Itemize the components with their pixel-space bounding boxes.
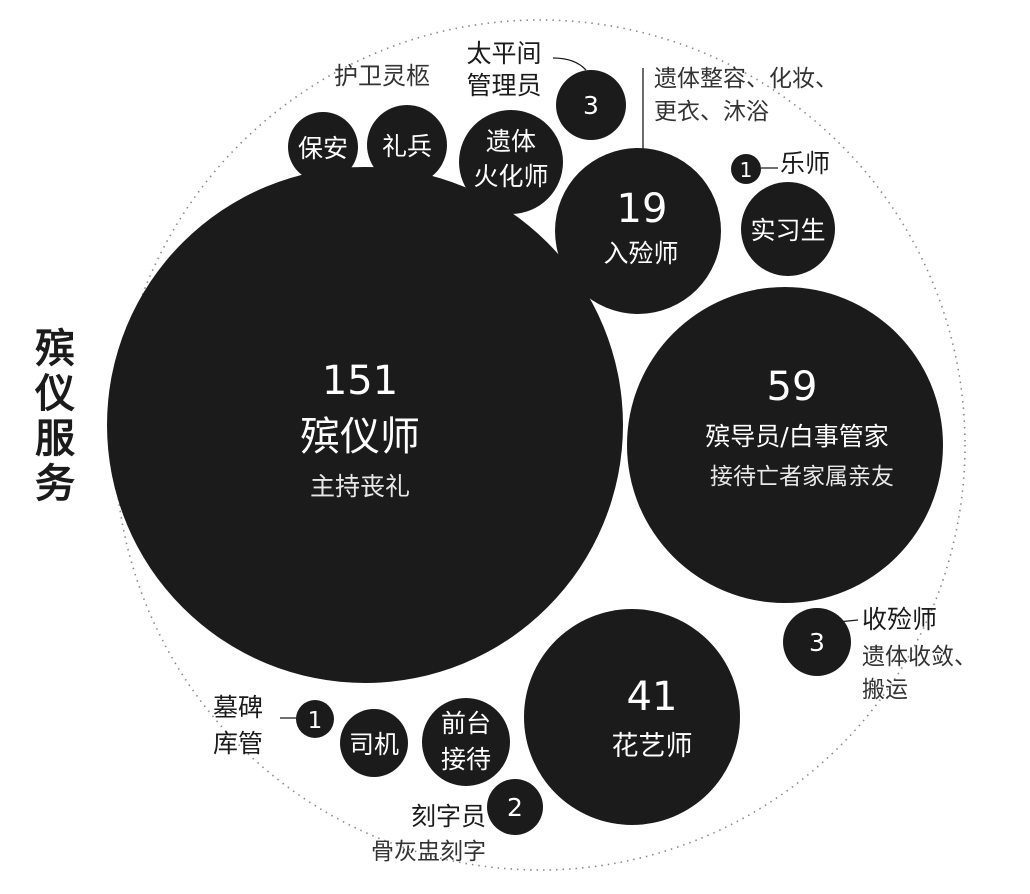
- morgue-label-line1: 太平间: [466, 39, 541, 68]
- collector-desc-line2: 搬运: [862, 677, 908, 703]
- security-bubble: [288, 112, 358, 182]
- outer-boundary: [114, 19, 966, 871]
- musician-label: 乐师: [780, 149, 830, 178]
- bubble-labels: 151 殡仪师 主持丧礼 59 殡导员/白事管家 接待亡者家属亲友 41 花艺师…: [298, 91, 894, 822]
- musician-bubble: [731, 154, 761, 184]
- front-desk-role-line2: 接待: [441, 745, 491, 774]
- mortician-role: 入殓师: [603, 239, 678, 268]
- collector-title: 收殓师: [862, 605, 937, 634]
- mortician-note-line2: 更衣、沐浴: [654, 99, 769, 125]
- honor-guard-bubble: [367, 105, 447, 185]
- engraver-bubble: [487, 779, 543, 835]
- morgue-bubble: [556, 70, 626, 140]
- collector-desc-line1: 遗体收敛、: [862, 644, 977, 670]
- guide-bubble: [627, 287, 943, 603]
- funeral-director-bubble: [107, 167, 623, 683]
- title-char-1: 殡: [35, 326, 75, 372]
- mortician-note-line1: 遗体整容、化妆、: [654, 66, 838, 92]
- vertical-title: 殡 仪 服 务: [34, 326, 75, 507]
- driver-role: 司机: [349, 730, 399, 759]
- guide-count: 59: [767, 364, 818, 410]
- connector-lines: [280, 57, 859, 719]
- musician-count: 1: [740, 158, 753, 182]
- intern-bubble: [741, 182, 835, 276]
- collector-count: 3: [809, 628, 825, 657]
- title-char-2: 仪: [34, 371, 75, 417]
- title-char-3: 服: [35, 416, 75, 462]
- mortician-bubble: [555, 148, 721, 314]
- cremation-role-line1: 遗体: [486, 127, 536, 156]
- florist-role: 花艺师: [612, 731, 693, 762]
- intern-role: 实习生: [750, 216, 825, 245]
- honor-guard-note: 护卫灵柩: [334, 62, 430, 90]
- front-desk-bubble: [422, 698, 510, 786]
- florist-count: 41: [627, 674, 678, 720]
- morgue-count: 3: [583, 91, 599, 120]
- cremation-role-line2: 火化师: [473, 162, 548, 191]
- collector-bubble: [783, 608, 851, 676]
- mortician-count: 19: [617, 186, 668, 232]
- tomb-count: 1: [308, 708, 323, 734]
- front-desk-role-line1: 前台: [441, 709, 491, 738]
- tomb-label-line1: 墓碑: [213, 693, 263, 722]
- funeral-director-count: 151: [322, 358, 398, 404]
- tomb-bubble: [296, 700, 334, 738]
- funeral-director-desc: 主持丧礼: [310, 472, 410, 501]
- driver-bubble: [340, 709, 408, 777]
- security-role: 保安: [298, 134, 348, 163]
- cremation-bubble: [459, 110, 563, 214]
- engraver-count: 2: [507, 793, 523, 822]
- florist-bubble: [524, 609, 740, 825]
- guide-role: 殡导员/白事管家: [705, 422, 888, 451]
- title-char-4: 务: [35, 461, 75, 507]
- engraver-desc: 骨灰盅刻字: [371, 839, 486, 865]
- honor-guard-role: 礼兵: [382, 132, 432, 161]
- guide-desc: 接待亡者家属亲友: [710, 464, 894, 490]
- morgue-leader: [552, 57, 587, 71]
- morgue-label-line2: 管理员: [466, 71, 541, 100]
- funeral-director-role: 殡仪师: [300, 414, 420, 460]
- bubbles: [107, 70, 943, 835]
- tomb-label-line2: 库管: [213, 729, 263, 758]
- callout-labels: 护卫灵柩 太平间 管理员 遗体整容、化妆、 更衣、沐浴 乐师 收殓师 遗体收敛、…: [213, 39, 977, 865]
- engraver-title: 刻字员: [411, 802, 486, 831]
